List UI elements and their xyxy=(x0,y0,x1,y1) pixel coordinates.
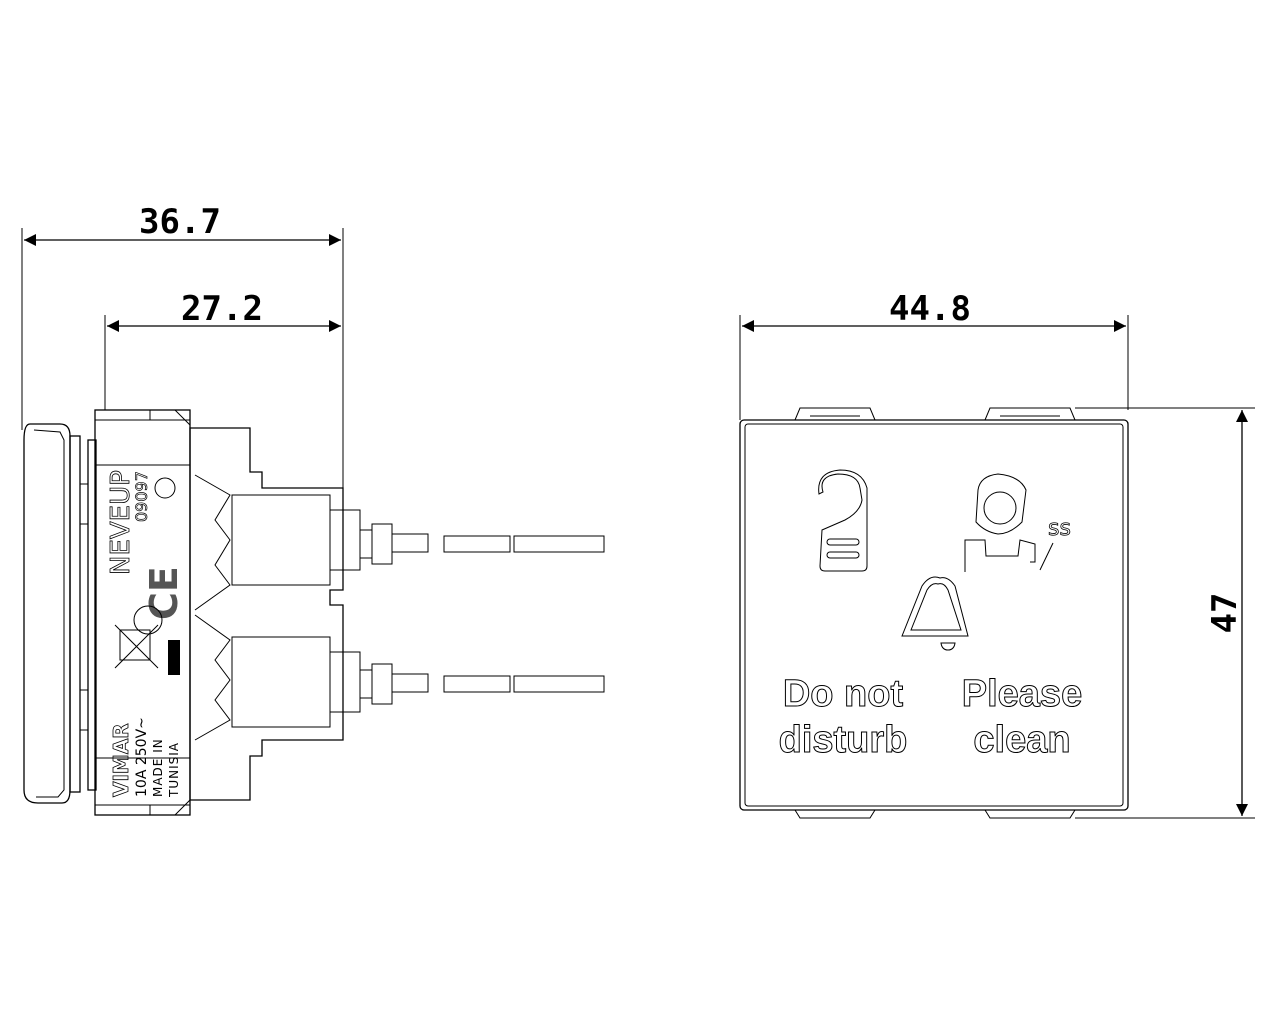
front-view: 44.8 47 ss xyxy=(739,289,1255,819)
sparkle-marks: ss xyxy=(1048,516,1071,541)
made-in-marking: MADE IN xyxy=(151,738,165,797)
label-please-clean-line1: Please xyxy=(962,673,1082,715)
ce-mark: CE xyxy=(142,566,186,620)
brand-marking: VIMAR xyxy=(109,723,133,797)
cleaning-maid-icon: ss xyxy=(964,473,1071,572)
cover-profile xyxy=(23,423,71,804)
terminal-upper xyxy=(231,494,331,586)
country-marking: TUNISIA xyxy=(167,742,181,798)
approval-mark-icon xyxy=(154,477,176,499)
side-view: 36.7 27.2 xyxy=(21,202,605,816)
pin-lower xyxy=(359,663,605,705)
weee-bar xyxy=(168,640,180,675)
dimension-overall-depth: 36.7 xyxy=(139,202,221,242)
bell-icon xyxy=(901,576,969,651)
terminal-lower xyxy=(231,636,331,728)
code-marking: 09097 xyxy=(132,471,151,522)
rear-housing xyxy=(189,427,344,801)
door-hanger-icon xyxy=(818,469,868,572)
dimension-height: 47 xyxy=(1205,593,1245,634)
dimension-width: 44.8 xyxy=(889,289,971,329)
pin-upper xyxy=(359,523,605,565)
rating-marking: 10A 250V~ xyxy=(134,717,150,797)
label-please-clean-line2: clean xyxy=(973,719,1070,761)
label-do-not-disturb-line2: disturb xyxy=(779,719,908,761)
imq-mark-icon xyxy=(133,605,163,635)
front-plate xyxy=(739,419,1129,811)
dimension-body-depth: 27.2 xyxy=(181,289,263,329)
label-do-not-disturb-line1: Do not xyxy=(783,673,904,715)
weee-bin-icon xyxy=(114,624,159,669)
model-marking: NEVEUP xyxy=(106,470,136,575)
frame-plate xyxy=(69,435,81,793)
side-markings: NEVEUP 09097 CE VIMAR 10A 250V~ MADE IN … xyxy=(106,470,186,798)
